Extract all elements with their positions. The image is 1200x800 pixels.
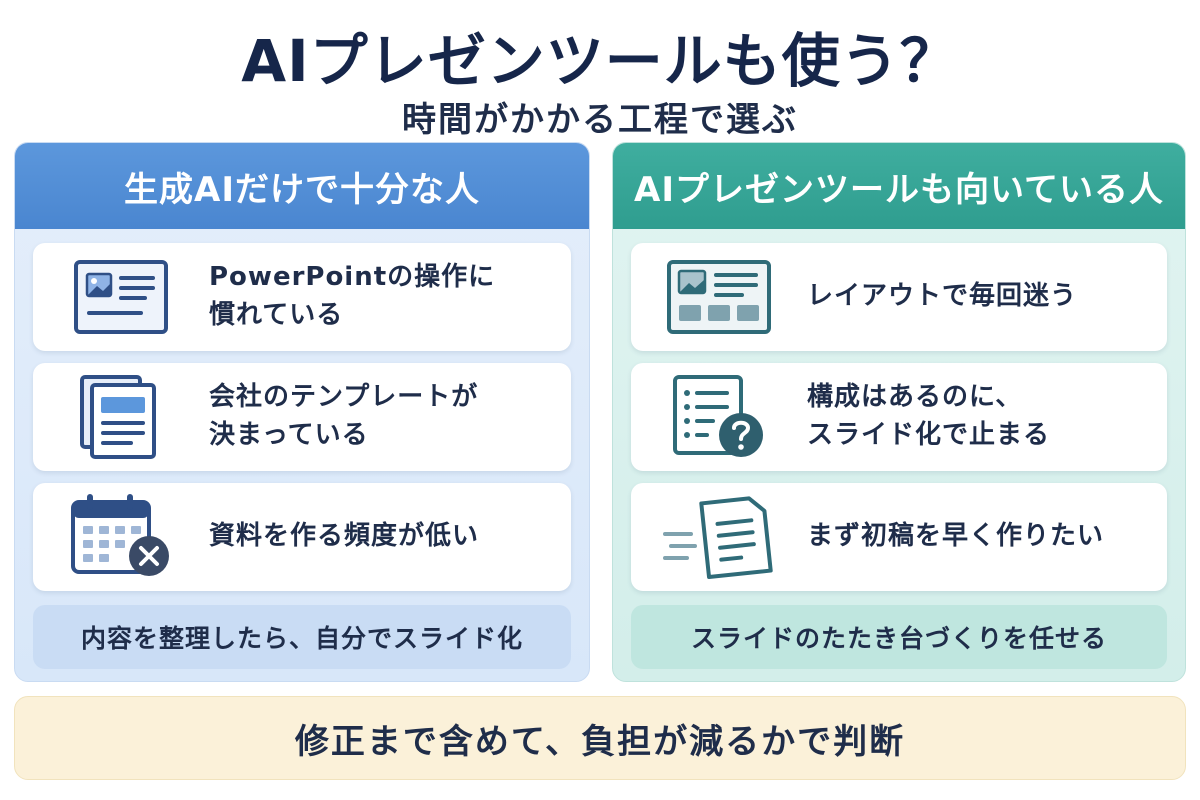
fast-draft-document-icon <box>631 483 807 591</box>
conclusion-banner: 修正まで含めて、負担が減るかで判断 <box>14 696 1186 780</box>
right-item-card: 構成はあるのに、 スライド化で止まる <box>631 363 1167 471</box>
template-documents-icon <box>33 363 209 471</box>
right-panel-header: AIプレゼンツールも向いている人 <box>613 143 1185 229</box>
right-item-text: レイアウトで毎回迷う <box>807 281 1078 312</box>
right-item-text: まず初稿を早く作りたい <box>807 521 1105 552</box>
right-item-card: まず初稿を早く作りたい <box>631 483 1167 591</box>
left-item-text: 資料を作る頻度が低い <box>209 521 480 552</box>
right-panel-summary: スライドのたたき台づくりを任せる <box>631 605 1167 669</box>
left-item-card: 会社のテンプレートが 決まっている <box>33 363 571 471</box>
left-item-text: 会社のテンプレートが 決まっている <box>209 382 479 450</box>
presentation-slide-icon <box>33 243 209 351</box>
generative-ai-only-panel: 生成AIだけで十分な人 PowerPointの操作に 慣れている <box>14 142 590 682</box>
layout-grid-icon <box>631 243 807 351</box>
left-panel-header: 生成AIだけで十分な人 <box>15 143 589 229</box>
right-item-text: 構成はあるのに、 スライド化で止まる <box>807 382 1051 450</box>
right-item-card: レイアウトで毎回迷う <box>631 243 1167 351</box>
page-title: AIプレゼンツールも使う？ <box>241 27 959 95</box>
page-subtitle: 時間がかかる工程で選ぶ <box>402 100 798 140</box>
left-item-text: PowerPointの操作に 慣れている <box>209 262 496 330</box>
calendar-cancel-icon <box>33 483 209 591</box>
left-item-card: PowerPointの操作に 慣れている <box>33 243 571 351</box>
left-panel-summary: 内容を整理したら、自分でスライド化 <box>33 605 571 669</box>
ai-presentation-tool-panel: AIプレゼンツールも向いている人 レイアウトで毎回迷う <box>612 142 1186 682</box>
left-item-card: 資料を作る頻度が低い <box>33 483 571 591</box>
outline-question-icon <box>631 363 807 471</box>
